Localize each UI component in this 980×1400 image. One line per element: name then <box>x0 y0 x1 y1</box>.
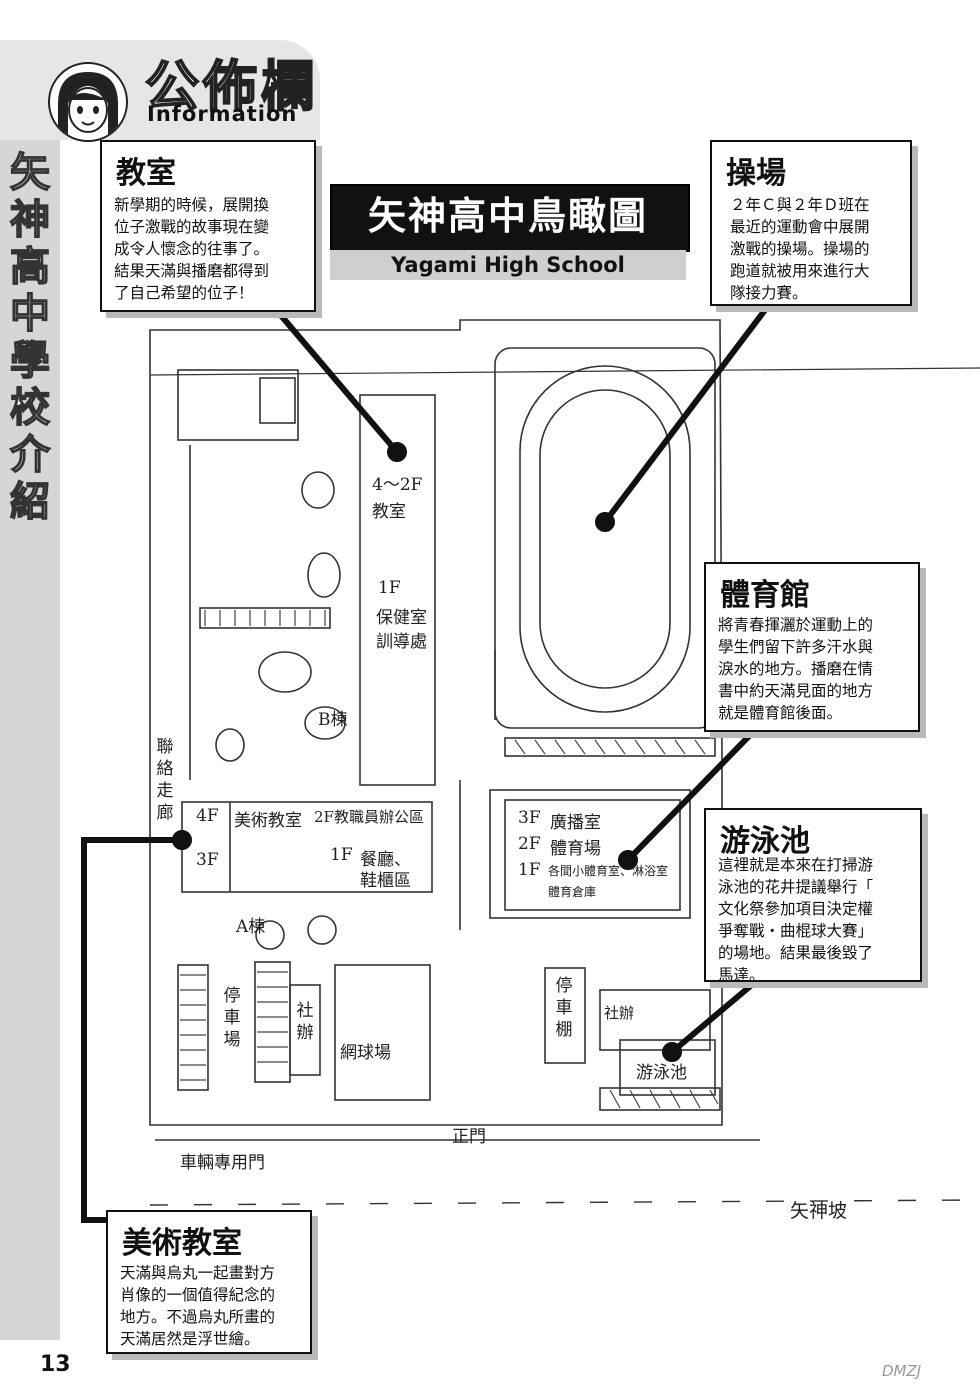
map-pool: 游泳池 <box>636 1063 687 1083</box>
subtitle-box <box>330 250 686 280</box>
map-b-guidance: 訓導處 <box>376 632 427 652</box>
info-body-art: 天滿與烏丸一起畫對方 肖像的一個值得紀念的 地方。不過烏丸所畫的 天滿居然是浮世… <box>120 1264 276 1348</box>
info-heading-art: 美術教室 <box>122 1226 242 1261</box>
map-b-floor-ground: 1F <box>378 578 401 598</box>
map-g-floor-1f: 1F <box>518 860 541 880</box>
info-box-classroom: 教室 新學期的時候，展開換 位子激戰的故事現在變 成令人懷念的往事了。 結果天滿… <box>100 140 316 312</box>
page-title: 矢神高中鳥瞰圖 <box>367 194 648 238</box>
map-main-gate: 正門 <box>452 1127 486 1147</box>
map-club-left: 社辦 <box>296 1001 314 1043</box>
info-body-gym: 將青春揮灑於運動上的 學生們留下許多汗水與 淚水的地方。播磨在情 書中約天滿見面… <box>718 616 874 722</box>
map-a-shoe-area: 鞋櫃區 <box>360 871 411 891</box>
map-g-floor-2f: 2F <box>518 834 541 854</box>
girl-avatar-icon <box>48 62 128 142</box>
map-g-gym: 體育場 <box>550 839 601 859</box>
map-vehicle-gate: 車輛專用門 <box>180 1153 265 1173</box>
map-b-building: B棟 <box>318 710 348 730</box>
info-box-pool: 游泳池 這裡就是本來在打掃游 泳池的花井提議舉行「 文化祭參加項目決定權 爭奪戰… <box>704 808 922 984</box>
map-a-floor-3f: 3F <box>196 850 219 870</box>
map-a-floor-1f: 1F <box>330 845 353 865</box>
side-band <box>0 140 60 1340</box>
info-heading-gym: 體育館 <box>720 578 810 613</box>
map-tennis: 網球場 <box>340 1043 391 1063</box>
info-box-field: 操場 ２年Ｃ與２年Ｄ班在 最近的運動會中展開 激戰的操場。操場的 跑道就被用來進… <box>710 140 912 306</box>
side-title: 矢神高中 學校介紹 <box>9 149 51 526</box>
map-g-storage: 體育倉庫 <box>548 885 597 899</box>
header-subtitle: Information <box>147 102 298 126</box>
map-b-classroom: 教室 <box>372 502 406 522</box>
map-corridor: 聯絡走廊 <box>156 737 174 823</box>
map-slope: 矢神坡 <box>790 1200 848 1222</box>
info-heading-classroom: 教室 <box>116 156 176 191</box>
info-body-classroom: 新學期的時候，展開換 位子激戰的故事現在變 成令人懷念的往事了。 結果天滿與播磨… <box>114 196 270 302</box>
map-a-staff-room: 2F教職員辦公區 <box>314 808 424 826</box>
map-club-right: 社辦 <box>604 1004 635 1022</box>
map-g-small-rooms: 各間小體育室、淋浴室 <box>548 864 669 878</box>
info-heading-field: 操場 <box>726 156 786 191</box>
page-number: 13 <box>40 1352 71 1377</box>
info-body-pool: 這裡就是本來在打掃游 泳池的花井提議舉行「 文化祭參加項目決定權 爭奪戰・曲棍球… <box>718 856 874 984</box>
info-box-art: 美術教室 天滿與烏丸一起畫對方 肖像的一個值得紀念的 地方。不過烏丸所畫的 天滿… <box>106 1210 312 1354</box>
map-a-floor-4f: 4F <box>196 806 219 826</box>
header-title: 公佈欄 <box>144 54 319 119</box>
page-subtitle: Yagami High School <box>391 253 625 277</box>
watermark: DMZJ <box>882 1362 922 1380</box>
map-g-floor-3f: 3F <box>518 808 541 828</box>
map-a-cafeteria: 餐廳、 <box>360 850 411 870</box>
map-b-health-room: 保健室 <box>376 608 427 628</box>
map-b-floor-upper: 4～2F <box>372 475 423 495</box>
info-heading-pool: 游泳池 <box>720 824 810 859</box>
map-a-art-room: 美術教室 <box>234 811 302 831</box>
info-body-field: ２年Ｃ與２年Ｄ班在 最近的運動會中展開 激戰的操場。操場的 跑道就被用來進行大 … <box>730 196 870 302</box>
map-a-building: A棟 <box>236 917 266 937</box>
map-bike-shed: 停車棚 <box>555 976 573 1040</box>
map-g-broadcast: 廣播室 <box>550 813 601 833</box>
map-parking-left: 停車場 <box>223 986 241 1050</box>
info-box-gym: 體育館 將青春揮灑於運動上的 學生們留下許多汗水與 淚水的地方。播磨在情 書中約… <box>704 562 920 732</box>
